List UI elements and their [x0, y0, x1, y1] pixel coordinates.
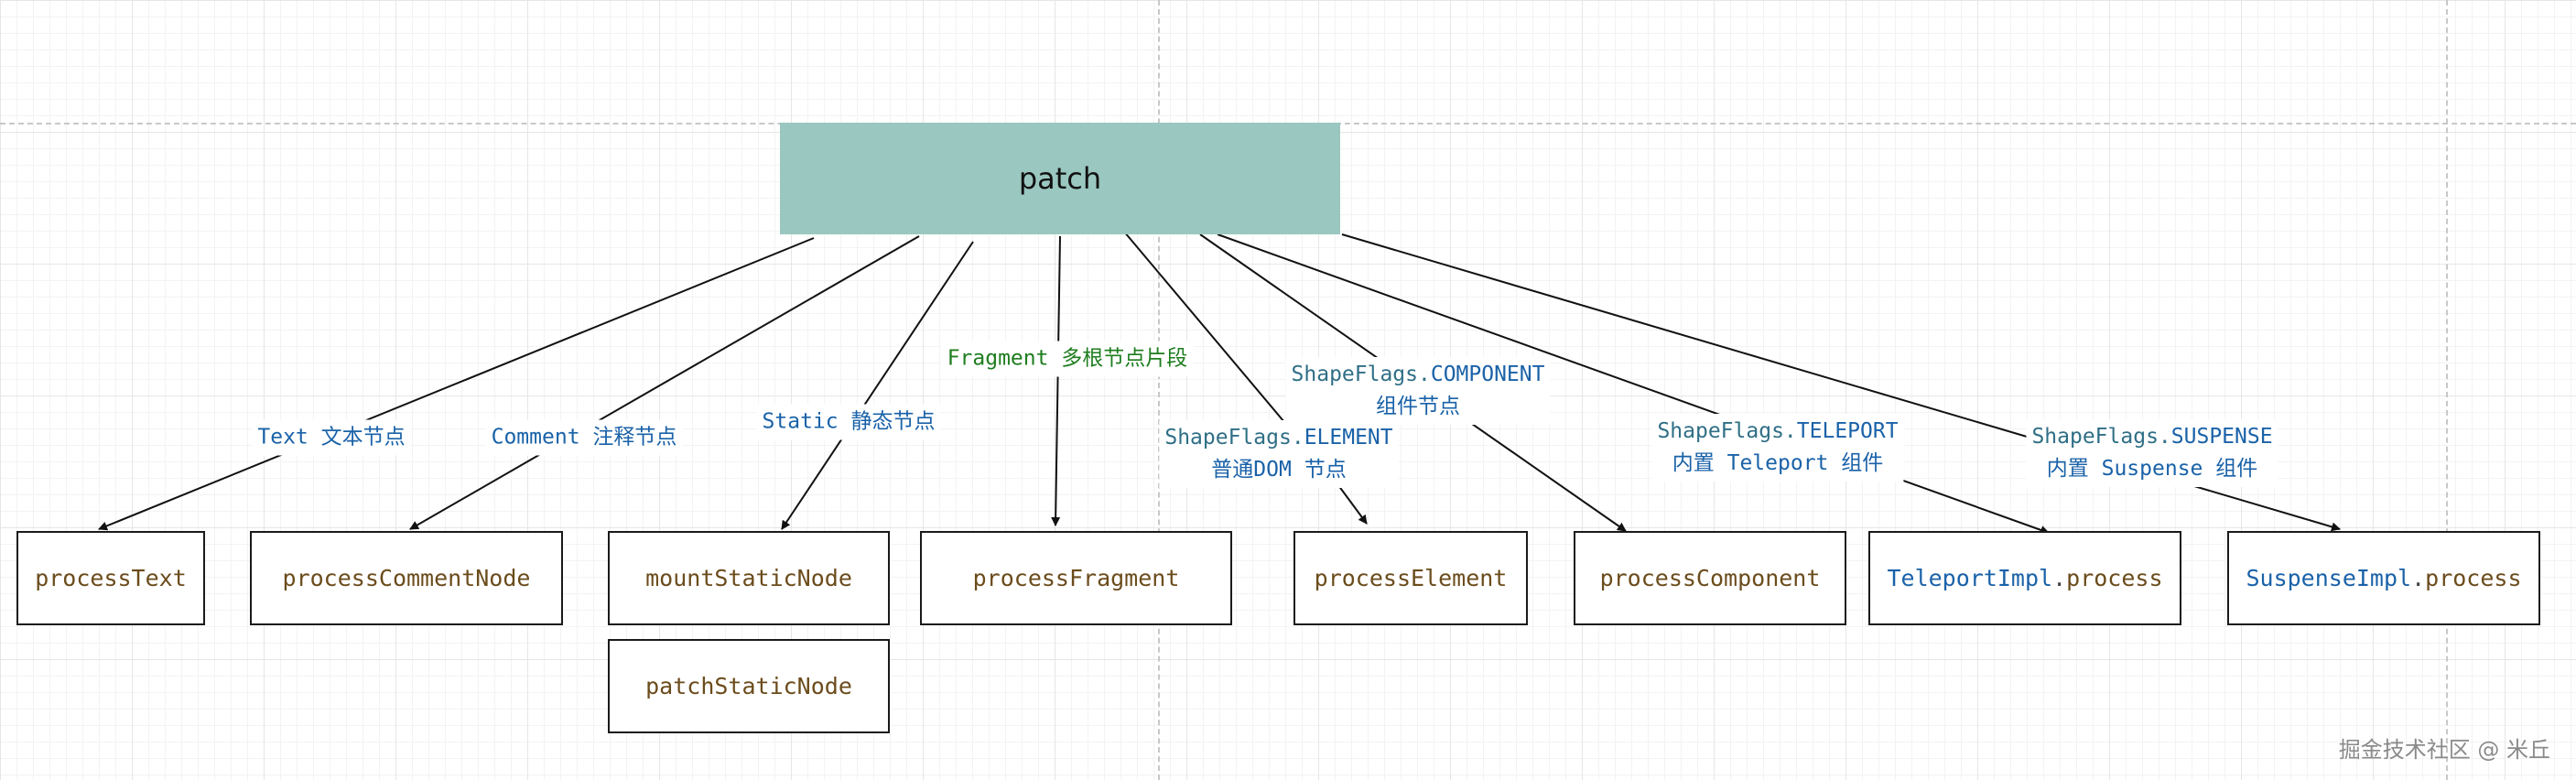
process-component-label: processComponent: [1599, 565, 1821, 591]
edge-element-upper: [1123, 231, 1290, 428]
edge-label-component-flag: COMPONENT: [1430, 363, 1545, 386]
edge-label-teleport-prefix: ShapeFlags.: [1657, 419, 1797, 443]
process-fragment-node: processFragment: [920, 531, 1232, 625]
edge-text: [98, 237, 815, 531]
patch-static-node: patchStaticNode: [608, 639, 890, 733]
teleport-method: process: [2066, 565, 2163, 591]
guide-line-vertical: [1158, 0, 1160, 780]
edge-label-element: ShapeFlags.ELEMENT 普通DOM 节点: [1159, 420, 1399, 488]
process-comment-node-label: processCommentNode: [282, 565, 531, 591]
edge-comment: [409, 235, 920, 530]
process-element-label: processElement: [1314, 565, 1508, 591]
teleport-process-node: TeleportImpl.process: [1868, 531, 2181, 625]
edge-label-element-flag: ELEMENT: [1304, 426, 1393, 450]
mount-static-node-label: mountStaticNode: [645, 565, 852, 591]
edge-label-element-desc: 普通DOM 节点: [1211, 458, 1347, 482]
suspense-method: process: [2425, 565, 2522, 591]
guide-line-vertical: [2446, 0, 2448, 780]
edge-label-element-prefix: ShapeFlags.: [1164, 426, 1304, 450]
suspense-impl-name: SuspenseImpl: [2246, 565, 2412, 591]
process-text-node: processText: [16, 531, 205, 625]
edge-label-static: Static 静态节点: [756, 404, 941, 440]
edge-label-suspense-flag: SUSPENSE: [2170, 425, 2273, 449]
edge-label-static-value: Static 静态节点: [762, 409, 936, 434]
edge-label-component-desc: 组件节点: [1375, 395, 1460, 418]
patch-static-node-label: patchStaticNode: [645, 673, 852, 699]
edge-label-teleport-flag: TELEPORT: [1796, 419, 1899, 443]
edge-label-suspense: ShapeFlags.SUSPENSE 内置 Suspense 组件: [2026, 419, 2278, 487]
edge-teleport: [1217, 233, 2050, 535]
teleport-impl-name: TeleportImpl: [1887, 565, 2053, 591]
edge-label-text-value: Text 文本节点: [257, 425, 406, 450]
edge-element-lower: [1337, 484, 1368, 525]
teleport-dot: .: [2052, 565, 2067, 591]
edge-label-suspense-desc: 内置 Suspense 组件: [2046, 457, 2258, 481]
process-fragment-label: processFragment: [972, 565, 1180, 591]
edge-label-teleport: ShapeFlags.TELEPORT 内置 Teleport 组件: [1651, 414, 1904, 482]
edge-label-suspense-prefix: ShapeFlags.: [2031, 425, 2171, 449]
patch-label: patch: [1018, 161, 1102, 196]
edge-label-fragment-value: Fragment 多根节点片段: [947, 346, 1188, 371]
edge-label-fragment: Fragment 多根节点片段: [941, 341, 1194, 377]
process-comment-node: processCommentNode: [250, 531, 563, 625]
watermark: 掘金技术社区 @ 米丘: [2338, 737, 2550, 763]
patch-node: patch: [780, 123, 1340, 234]
edge-label-teleport-desc: 内置 Teleport 组件: [1672, 451, 1884, 475]
edge-label-comment: Comment 注释节点: [485, 419, 683, 456]
edge-label-component: ShapeFlags.COMPONENT 组件节点: [1285, 357, 1551, 425]
edge-label-component-prefix: ShapeFlags.: [1291, 363, 1431, 386]
edge-label-comment-value: Comment 注释节点: [491, 425, 677, 450]
edge-fragment: [1051, 235, 1061, 526]
suspense-dot: .: [2411, 565, 2426, 591]
process-text-label: processText: [35, 565, 187, 591]
suspense-process-node: SuspenseImpl.process: [2227, 531, 2540, 625]
process-element-node: processElement: [1293, 531, 1528, 625]
edge-label-text: Text 文本节点: [252, 419, 411, 456]
mount-static-node: mountStaticNode: [608, 531, 890, 625]
edge-static: [781, 241, 974, 530]
process-component-node: processComponent: [1574, 531, 1846, 625]
